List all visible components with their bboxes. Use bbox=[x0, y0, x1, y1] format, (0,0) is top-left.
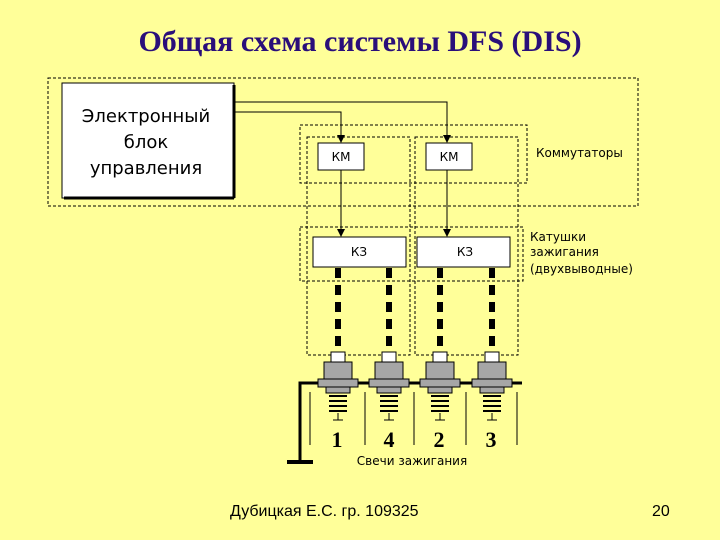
coils-caption-line2: зажигания bbox=[530, 245, 599, 259]
switch-box-2 bbox=[425, 142, 473, 171]
coil-box-1-label: КЗ bbox=[351, 245, 367, 259]
coils-group-outline bbox=[299, 226, 524, 282]
ecu-label-line3: управления bbox=[90, 158, 202, 179]
spark-plug-4 bbox=[471, 351, 518, 445]
ecu-label-line1: Электронный bbox=[82, 106, 210, 127]
plugs-caption: Свечи зажигания bbox=[357, 454, 467, 468]
footer-author: Дубицкая Е.С. гр. 109325 bbox=[230, 503, 419, 520]
ecu-outline bbox=[47, 77, 639, 207]
switch-box-2-label: КМ bbox=[440, 150, 459, 164]
switch-box-1 bbox=[317, 142, 365, 171]
spark-plug-3 bbox=[419, 351, 467, 445]
coil-box-2-label: КЗ bbox=[457, 245, 473, 259]
spark-plug-2 bbox=[368, 351, 415, 445]
switches-group-outline bbox=[299, 124, 528, 184]
channel-outline-2 bbox=[414, 136, 519, 356]
page-title: Общая схема системы DFS (DIS) bbox=[138, 25, 582, 58]
switches-caption: Коммутаторы bbox=[536, 146, 623, 160]
coils-caption-line1: Катушки bbox=[530, 230, 586, 244]
control-line-1 bbox=[234, 111, 345, 143]
ecu-label-line2: блок bbox=[124, 132, 169, 153]
channel-outline-1 bbox=[306, 136, 411, 356]
plug-number-2: 4 bbox=[384, 427, 395, 452]
switch-box-1-label: КМ bbox=[332, 150, 351, 164]
control-line-2 bbox=[234, 101, 451, 143]
spark-plug-1 bbox=[309, 351, 366, 445]
coil-box-1 bbox=[312, 236, 407, 268]
plug-number-4: 3 bbox=[486, 427, 497, 452]
coil-box-2 bbox=[416, 236, 511, 268]
ecu-box bbox=[61, 82, 235, 199]
coils-caption-line3: (двухвыводные) bbox=[530, 262, 633, 276]
plug-number-1: 1 bbox=[332, 427, 343, 452]
plug-number-3: 2 bbox=[434, 427, 445, 452]
page-number: 20 bbox=[652, 503, 670, 520]
